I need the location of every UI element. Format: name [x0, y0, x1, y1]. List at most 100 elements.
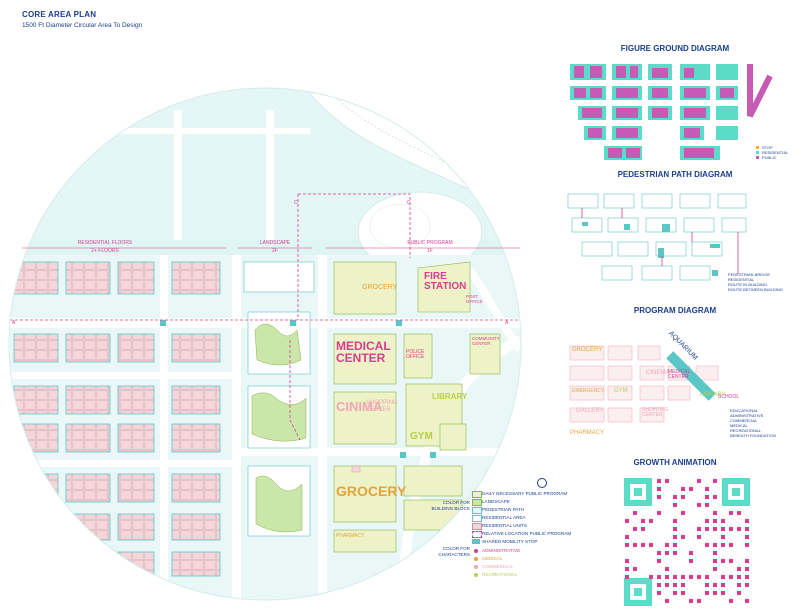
growth-dot	[657, 479, 661, 483]
growth-dot	[729, 527, 733, 531]
growth-dot	[641, 519, 645, 523]
growth-dot	[649, 543, 653, 547]
program-label: CINEMA	[646, 370, 670, 376]
growth-dot	[689, 575, 693, 579]
growth-dot	[729, 599, 733, 603]
growth-dot	[737, 567, 741, 571]
program-diagram-title: PROGRAM DIAGRAM	[633, 306, 717, 315]
growth-dot	[657, 511, 661, 515]
page-subtitle: 1500 Ft Diameter Circular Area To Design	[22, 22, 143, 29]
growth-dot	[681, 487, 685, 491]
north-arrow-icon	[537, 478, 547, 488]
zone-label-public-sub: 1F	[427, 248, 433, 254]
figure-ground-title: FIGURE GROUND DIAGRAM	[620, 44, 730, 53]
program-label: PHARMACY	[570, 430, 605, 436]
building-cinema: CINIMA	[336, 399, 383, 414]
growth-dot	[633, 527, 637, 531]
growth-dot	[705, 503, 709, 507]
pedestrian-path-title: PEDESTRIAN PATH DIAGRAM	[617, 170, 733, 179]
growth-dot	[673, 495, 677, 499]
legend-character: COMMERCIAL	[474, 563, 513, 570]
legend-item: RESIDENTIAL AREA	[472, 514, 525, 522]
growth-dot	[729, 511, 733, 515]
growth-dot	[729, 575, 733, 579]
figure-ground-legend: STOP RESIDENTIAL PUBLIC	[762, 145, 789, 160]
legend-item: LANDSCAPE	[472, 498, 510, 506]
growth-dot	[745, 535, 749, 539]
growth-dot	[625, 559, 629, 563]
zone-label-residential-sub: 2+ FLOORS	[91, 248, 119, 254]
building-police-office: POLICE OFFICE	[406, 349, 425, 360]
growth-dot	[657, 575, 661, 579]
growth-dot	[681, 583, 685, 587]
building-gym: GYM	[410, 431, 433, 442]
growth-dot	[625, 535, 629, 539]
growth-dot	[657, 583, 661, 587]
section-marker-c-left: C	[294, 200, 298, 206]
building-library: LIBRARY	[432, 392, 468, 401]
zone-label-residential: RESIDENTIAL FLOORS	[77, 240, 133, 246]
growth-dot	[721, 591, 725, 595]
growth-dot	[689, 599, 693, 603]
growth-dot	[681, 575, 685, 579]
growth-dot	[697, 575, 701, 579]
growth-dot	[657, 551, 661, 555]
building-shopping-center: SHOPPING CENTER	[366, 400, 398, 413]
growth-dot	[673, 543, 677, 547]
growth-dot	[681, 495, 685, 499]
growth-dot	[713, 543, 717, 547]
growth-dot	[649, 519, 653, 523]
growth-dot	[681, 535, 685, 539]
growth-dot	[737, 591, 741, 595]
growth-dot	[697, 599, 701, 603]
program-label: EMERGENCY	[572, 388, 605, 394]
growth-dot	[673, 583, 677, 587]
growth-dot	[625, 543, 629, 547]
growth-animation-title: GROWTH ANIMATION	[633, 458, 717, 467]
growth-dot	[721, 527, 725, 531]
pedestrian-path-diagram	[567, 193, 747, 281]
growth-dot	[721, 575, 725, 579]
pedestrian-path-legend: PEDESTRIAN BRIDGE RESIDENTIAL ROUTE IN B…	[728, 272, 783, 292]
growth-dot	[697, 527, 701, 531]
growth-dot	[657, 559, 661, 563]
growth-dot	[737, 527, 741, 531]
legend-item: RESIDENTIAL UNITS	[472, 522, 527, 530]
growth-dot	[705, 527, 709, 531]
growth-dot	[633, 511, 637, 515]
program-label: SHOPPING CENTER	[642, 407, 669, 418]
growth-dot	[697, 479, 701, 483]
growth-dot	[689, 551, 693, 555]
growth-dot	[745, 559, 749, 563]
growth-dot	[657, 591, 661, 595]
growth-dot	[745, 519, 749, 523]
growth-dot	[705, 583, 709, 587]
growth-dot	[657, 495, 661, 499]
mobility-stops	[160, 320, 436, 458]
growth-dot	[705, 519, 709, 523]
growth-dot	[721, 519, 725, 523]
legend-item: PEDESTRIAN PATH	[472, 506, 524, 514]
growth-dot	[713, 567, 717, 571]
growth-dot	[745, 567, 749, 571]
building-pharmacy: PHARMACY	[336, 533, 365, 539]
building-post-office: POST OFFICE	[466, 294, 483, 304]
growth-dot	[665, 599, 669, 603]
growth-animation-diagram	[624, 478, 750, 606]
section-marker-c-right: C	[407, 200, 411, 206]
growth-dot	[697, 503, 701, 507]
growth-dot	[673, 503, 677, 507]
growth-dot	[665, 543, 669, 547]
growth-dot	[713, 551, 717, 555]
growth-dot	[641, 527, 645, 531]
growth-dot	[625, 575, 629, 579]
growth-dot	[705, 543, 709, 547]
growth-dot	[665, 479, 669, 483]
growth-dot	[665, 567, 669, 571]
growth-dot	[737, 575, 741, 579]
zone-label-landscape-sub: 2F	[272, 248, 278, 254]
growth-dot	[713, 591, 717, 595]
growth-dot	[625, 567, 629, 571]
growth-dot	[729, 559, 733, 563]
growth-dot	[673, 551, 677, 555]
